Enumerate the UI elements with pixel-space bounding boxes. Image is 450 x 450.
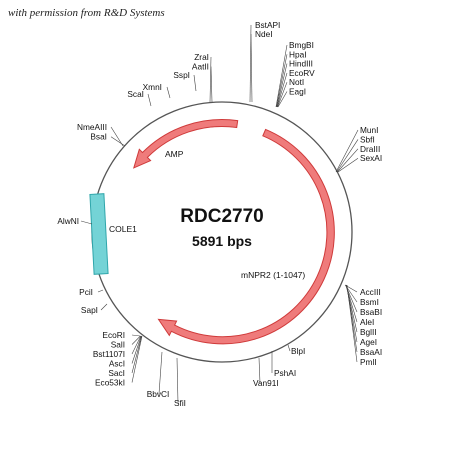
site-label-bstapi: BstAPI <box>255 20 280 30</box>
site-label-van91i: Van91I <box>253 378 279 388</box>
site-leader-line <box>158 351 163 395</box>
plasmid-name: RDC2770 <box>180 206 263 227</box>
site-leader-line <box>287 344 291 352</box>
site-leader-line <box>337 148 359 173</box>
amp-feature-label: AMP <box>165 149 184 159</box>
site-label-bsaai: BsaAI <box>360 347 382 357</box>
site-label-bbvci: BbvCI <box>147 389 170 399</box>
site-leader-line <box>80 220 93 225</box>
site-label-bst1107i: Bst1107I <box>93 349 125 359</box>
site-leader-line <box>276 54 288 108</box>
site-label-bsabi: BsaBI <box>360 307 382 317</box>
site-leader-line <box>166 86 171 99</box>
site-label-bsmi: BsmI <box>360 297 379 307</box>
site-leader-line <box>110 136 126 147</box>
site-leader-line <box>176 357 179 404</box>
site-label-zrai: ZraI <box>194 52 209 62</box>
site-label-pmli: PmlI <box>360 357 377 367</box>
site-label-pcii: PciI <box>79 287 93 297</box>
mnpr2-feature-arrow <box>157 128 335 345</box>
site-label-sapi: SapI <box>81 305 98 315</box>
site-label-sfii: SfiI <box>174 398 186 408</box>
site-label-alwni: AlwNI <box>57 216 79 226</box>
site-label-agei: AgeI <box>360 337 377 347</box>
site-leader-line <box>131 335 142 355</box>
site-label-draiii: DraIII <box>360 144 380 154</box>
site-label-sspi: SspI <box>173 70 190 80</box>
site-leader-line <box>276 72 288 108</box>
site-leader-line <box>335 129 359 173</box>
site-label-ndei: NdeI <box>255 29 273 39</box>
site-leader-line <box>110 126 124 147</box>
site-leader-line <box>131 334 141 337</box>
site-leader-line <box>346 284 358 363</box>
site-label-ecorv: EcoRV <box>289 68 315 78</box>
site-label-hindiii: HindIII <box>289 59 313 69</box>
site-label-asci: AscI <box>109 359 125 369</box>
site-label-bsai: BsaI <box>90 132 107 142</box>
site-leader-line <box>100 303 108 311</box>
site-label-nmeaiii: NmeAIII <box>77 122 107 132</box>
site-leader-line <box>209 56 212 103</box>
site-leader-line <box>337 157 359 173</box>
site-label-blpi: BlpI <box>291 346 305 356</box>
site-label-scai: ScaI <box>127 89 144 99</box>
site-label-pshai: PshAI <box>274 368 296 378</box>
plasmid-size: 5891 bps <box>192 233 252 249</box>
site-label-eco53ki: Eco53kI <box>95 378 125 388</box>
site-label-bmgbi: BmgBI <box>289 40 314 50</box>
site-label-noti: NotI <box>289 77 304 87</box>
site-leader-line <box>193 74 197 92</box>
site-leader-line <box>276 63 288 108</box>
site-leader-line <box>250 33 253 103</box>
site-label-xmni: XmnI <box>143 82 162 92</box>
site-label-saci: SacI <box>108 368 125 378</box>
permission-credit: with permission from R&D Systems <box>8 7 165 19</box>
site-leader-line <box>275 44 288 108</box>
site-label-sbfi: SbfI <box>360 134 375 144</box>
amp-feature-arrow <box>133 119 239 169</box>
site-label-muni: MunI <box>360 125 378 135</box>
site-label-alei: AleI <box>360 317 374 327</box>
site-label-ecori: EcoRI <box>102 330 125 340</box>
site-label-sexai: SexAI <box>360 153 382 163</box>
site-leader-line <box>131 335 143 383</box>
site-label-eagi: EagI <box>289 87 306 97</box>
site-leader-line <box>210 66 213 103</box>
site-leader-line <box>147 93 152 107</box>
site-label-bglii: BglII <box>360 327 377 337</box>
site-label-acciii: AccIII <box>360 287 381 297</box>
site-label-hpai: HpaI <box>289 49 307 59</box>
site-leader-line <box>336 139 359 173</box>
mnpr2-feature-label: mNPR2 (1-1047) <box>241 270 305 280</box>
site-label-aatii: AatII <box>192 62 209 72</box>
cole1-feature-label: COLE1 <box>109 224 137 234</box>
site-leader-line <box>131 335 142 364</box>
cole1-origin-block <box>89 193 109 275</box>
site-leader-line <box>277 82 288 108</box>
site-leader-line <box>277 91 288 108</box>
site-label-sali: SalI <box>111 340 125 350</box>
site-leader-line <box>131 335 141 345</box>
site-leader-line <box>258 357 261 384</box>
site-leader-line <box>97 289 104 293</box>
site-leader-line <box>131 335 142 374</box>
